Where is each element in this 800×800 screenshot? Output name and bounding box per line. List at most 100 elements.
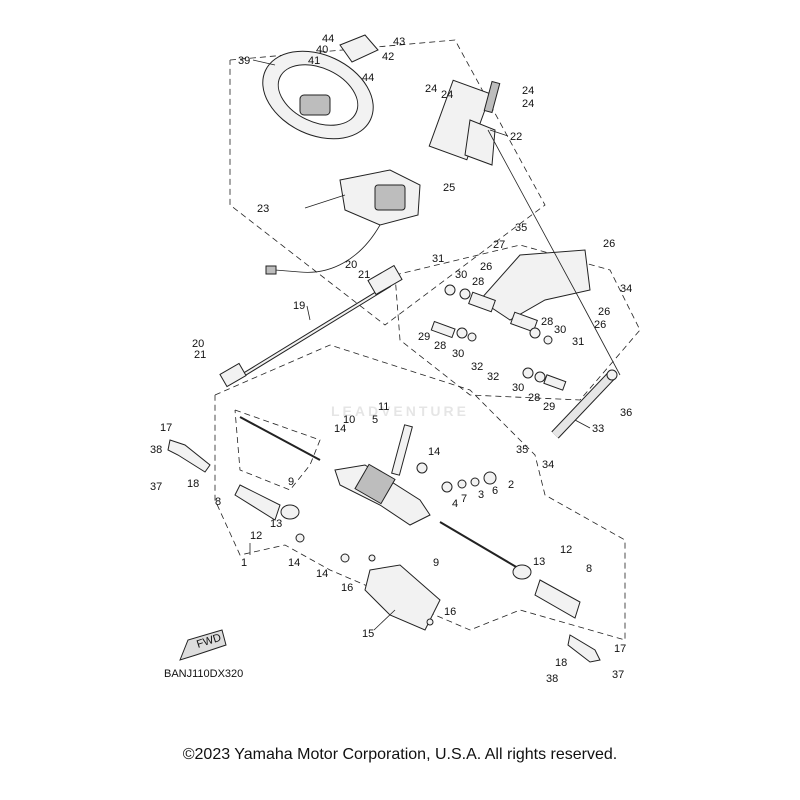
callout-42: 42 — [382, 51, 394, 63]
callout-28: 28 — [434, 340, 446, 352]
callout-28: 28 — [541, 316, 553, 328]
callout-8: 8 — [215, 496, 221, 508]
callout-14: 14 — [428, 446, 440, 458]
callout-4: 4 — [452, 498, 458, 510]
steering-damper — [551, 369, 618, 439]
callout-31: 31 — [432, 253, 444, 265]
callout-19: 19 — [293, 300, 305, 312]
callout-41: 41 — [308, 55, 320, 67]
callout-26: 26 — [598, 306, 610, 318]
callout-24: 24 — [522, 98, 534, 110]
eps-unit — [265, 169, 421, 275]
callout-38: 38 — [150, 444, 162, 456]
callout-13: 13 — [270, 518, 282, 530]
callout-10: 10 — [343, 414, 355, 426]
callout-11: 11 — [378, 401, 389, 413]
steering-column — [428, 79, 501, 166]
callout-18: 18 — [187, 478, 199, 490]
callout-30: 30 — [455, 269, 467, 281]
tie-rods — [239, 416, 519, 569]
callout-20: 20 — [345, 259, 357, 271]
callout-29: 29 — [418, 331, 430, 343]
callout-23: 23 — [257, 203, 269, 215]
diagram-code: BANJ110DX320 — [164, 668, 244, 680]
bracket-hardware-frame — [394, 244, 641, 401]
callout-24: 24 — [441, 89, 453, 101]
skid-plate — [364, 564, 441, 631]
callout-33: 33 — [592, 423, 604, 435]
callout-36: 36 — [620, 407, 632, 419]
callout-43: 43 — [393, 36, 405, 48]
callout-12: 12 — [250, 530, 262, 542]
callout-29: 29 — [543, 401, 555, 413]
callout-28: 28 — [528, 392, 540, 404]
callout-9: 9 — [433, 557, 439, 569]
callout-26: 26 — [594, 319, 606, 331]
intermediate-shaft — [219, 264, 403, 388]
callout-7: 7 — [461, 493, 467, 505]
callout-40: 40 — [316, 44, 328, 56]
callout-44: 44 — [322, 33, 334, 45]
fwd-arrow-icon: FWD — [179, 629, 227, 661]
callout-32: 32 — [471, 361, 483, 373]
callout-14: 14 — [334, 423, 346, 435]
leader-lines — [249, 59, 621, 631]
callout-numbers: 43 44 40 42 41 44 39 24 24 24 24 22 25 2… — [150, 33, 632, 685]
callout-34: 34 — [620, 283, 632, 295]
callout-30: 30 — [554, 324, 566, 336]
callout-35: 35 — [516, 444, 528, 456]
callout-17: 17 — [160, 422, 172, 434]
callout-37: 37 — [612, 669, 624, 681]
callout-31: 31 — [572, 336, 584, 348]
callout-21: 21 — [358, 269, 370, 281]
callout-24: 24 — [425, 83, 437, 95]
callout-37: 37 — [150, 481, 162, 493]
callout-5: 5 — [372, 414, 378, 426]
callout-27: 27 — [493, 239, 505, 251]
callout-26: 26 — [480, 261, 492, 273]
callout-32: 32 — [487, 371, 499, 383]
callout-30: 30 — [452, 348, 464, 360]
callout-44: 44 — [362, 72, 374, 84]
callout-15: 15 — [362, 628, 374, 640]
callout-21: 21 — [194, 349, 206, 361]
callout-2: 2 — [508, 479, 514, 491]
callout-9: 9 — [288, 476, 294, 488]
callout-38: 38 — [546, 673, 558, 685]
callout-13: 13 — [533, 556, 545, 568]
boots — [234, 484, 581, 619]
callout-3: 3 — [478, 489, 484, 501]
tie-rod-ends — [167, 439, 601, 663]
callout-18: 18 — [555, 657, 567, 669]
rack-housing — [334, 424, 431, 526]
wheel-cap — [339, 34, 379, 63]
copyright-notice: ©2023 Yamaha Motor Corporation, U.S.A. A… — [182, 746, 618, 763]
hardware-small — [295, 462, 497, 626]
rack-assembly-frame — [214, 344, 626, 641]
callout-8: 8 — [586, 563, 592, 575]
callout-35: 35 — [515, 222, 527, 234]
callout-24: 24 — [522, 85, 534, 97]
callout-26: 26 — [603, 238, 615, 250]
callout-28: 28 — [472, 276, 484, 288]
callout-14: 14 — [288, 557, 300, 569]
callout-14: 14 — [316, 568, 328, 580]
upper-column-frame — [229, 39, 546, 326]
steering-wheel — [262, 50, 374, 140]
callout-12: 12 — [560, 544, 572, 556]
inner-rack-frame — [234, 409, 321, 491]
callout-22: 22 — [510, 131, 522, 143]
callout-16: 16 — [341, 582, 353, 594]
callout-39: 39 — [238, 55, 250, 67]
watermark: LEADVENTURE — [330, 403, 469, 419]
bushings — [430, 284, 567, 391]
callout-1: 1 — [241, 557, 247, 569]
callout-20: 20 — [192, 338, 204, 350]
callout-16: 16 — [444, 606, 456, 618]
callout-30: 30 — [512, 382, 524, 394]
callout-25: 25 — [443, 182, 455, 194]
callout-34: 34 — [542, 459, 554, 471]
callout-17: 17 — [614, 643, 626, 655]
callout-6: 6 — [492, 485, 498, 497]
